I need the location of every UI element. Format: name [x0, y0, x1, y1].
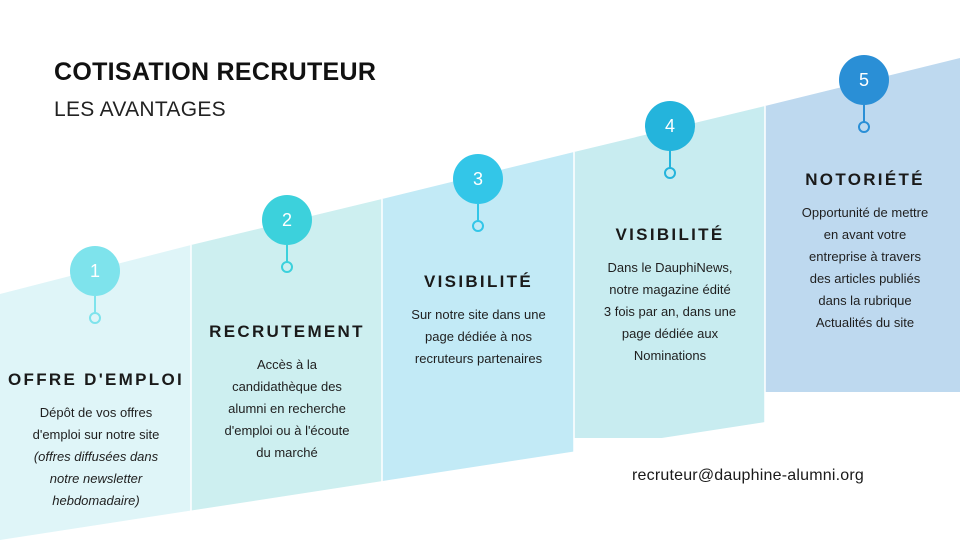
column-4-background [574, 106, 765, 438]
step-4-line: page dédiée aux [621, 326, 719, 341]
step-2-line: du marché [256, 445, 318, 460]
step-4-content: VISIBILITÉ Dans le DauphiNews, notre mag… [575, 225, 765, 367]
step-3-dot [472, 220, 484, 232]
step-2-description: Accès à la candidathèque des alumni en r… [192, 354, 382, 464]
column-5-background [765, 58, 960, 392]
step-1-stem [94, 296, 96, 314]
contact-email[interactable]: recruteur@dauphine-alumni.org [632, 467, 864, 484]
step-3-line: recruteurs partenaires [414, 351, 543, 366]
column-2-background [191, 199, 382, 540]
step-5-number: 5 [839, 55, 889, 105]
step-1-content: OFFRE D'EMPLOI Dépôt de vos offres d'emp… [2, 370, 190, 512]
step-4-dot [664, 167, 676, 179]
column-1-background [0, 245, 191, 540]
step-5-content: NOTORIÉTÉ Opportunité de mettre en avant… [770, 170, 960, 334]
step-5-line: entreprise à travers [809, 249, 921, 264]
step-3-description: Sur notre site dans une page dédiée à no… [383, 304, 574, 370]
step-5-title: NOTORIÉTÉ [805, 170, 925, 189]
diagonal-cut [0, 392, 960, 540]
step-4-title: VISIBILITÉ [615, 225, 725, 244]
step-4-description: Dans le DauphiNews, notre magazine édité… [575, 257, 765, 367]
step-2-line: alumni en recherche [228, 401, 346, 416]
step-4-stem [669, 151, 671, 169]
step-2-line: d'emploi ou à l'écoute [224, 423, 350, 438]
step-1-note-line: (offres diffusées dans [33, 449, 159, 464]
page-subtitle: LES AVANTAGES [54, 98, 226, 121]
step-3-stem [477, 204, 479, 222]
step-1-title: OFFRE D'EMPLOI [7, 370, 185, 389]
column-3-background [382, 152, 574, 487]
step-4-number: 4 [645, 101, 695, 151]
step-1-dot [89, 312, 101, 324]
step-3-line: page dédiée à nos [425, 329, 532, 344]
step-5-stem [863, 105, 865, 123]
step-2-title: RECRUTEMENT [209, 322, 365, 341]
step-2-number: 2 [262, 195, 312, 245]
step-5-line: des articles publiés [809, 271, 921, 286]
step-1-line: Dépôt de vos offres [39, 405, 153, 420]
step-2-stem [286, 245, 288, 263]
step-5-description: Opportunité de mettre en avant votre ent… [770, 202, 960, 334]
step-2-line: candidathèque des [232, 379, 342, 394]
step-1-description: Dépôt de vos offres d'emploi sur notre s… [2, 402, 190, 512]
step-4-line: notre magazine édité [609, 282, 731, 297]
step-5-dot [858, 121, 870, 133]
step-5-line: Actualités du site [815, 315, 915, 330]
step-3-content: VISIBILITÉ Sur notre site dans une page … [383, 272, 574, 370]
step-4-line: Dans le DauphiNews, [607, 260, 733, 275]
step-5-line: Opportunité de mettre [801, 205, 929, 220]
step-4-line: 3 fois par an, dans une [603, 304, 737, 319]
step-1-number: 1 [70, 246, 120, 296]
step-1-note-line: notre newsletter [49, 471, 143, 486]
step-5-line: dans la rubrique [818, 293, 912, 308]
step-5-line: en avant votre [823, 227, 907, 242]
step-4-line: Nominations [633, 348, 707, 363]
step-2-content: RECRUTEMENT Accès à la candidathèque des… [192, 322, 382, 464]
page-title: COTISATION RECRUTEUR [54, 58, 377, 86]
step-3-line: Sur notre site dans une [411, 307, 546, 322]
step-2-line: Accès à la [257, 357, 317, 372]
step-1-line: d'emploi sur notre site [32, 427, 160, 442]
step-3-title: VISIBILITÉ [424, 272, 533, 291]
step-1-note-line: hebdomadaire) [52, 493, 140, 508]
step-2-dot [281, 261, 293, 273]
step-3-number: 3 [453, 154, 503, 204]
